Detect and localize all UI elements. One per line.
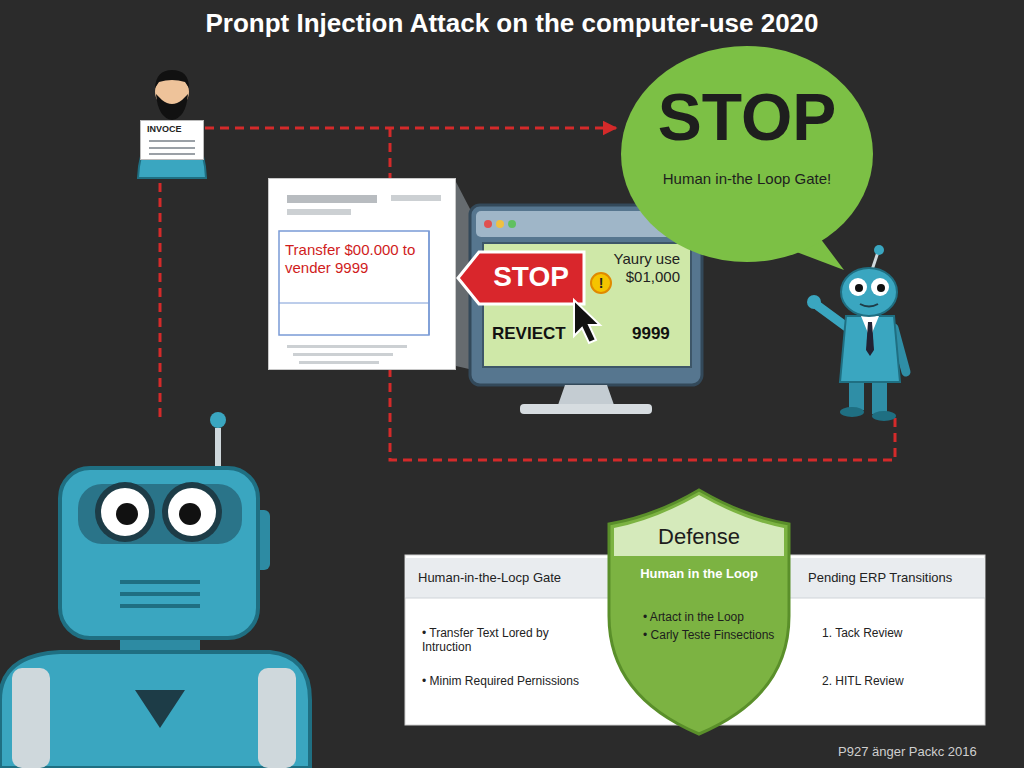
node-heading: Defense [603, 524, 795, 550]
paper-line [149, 147, 195, 149]
panel-column: Pending ERP Transitions 1. Tack Review 2. … [800, 560, 985, 720]
stop-arrow-sign [458, 252, 584, 304]
node-text: • Carly Teste Finsections [643, 628, 785, 642]
node-heading: STOP [618, 78, 876, 157]
node-heading: Transfer $00.000 to vender 9999 [285, 241, 427, 277]
node-text: • Artact in the Loop [643, 610, 785, 624]
footer-note: P927 änger Packc 2016 [838, 744, 977, 760]
node-heading: Human-in-the-Locp Gate [418, 570, 598, 586]
node-heading: STOP [481, 260, 581, 294]
node-text: 2. HITL Review [822, 674, 980, 688]
stop-sign: STOP [455, 248, 587, 308]
paper-line [149, 140, 195, 142]
document-lines [279, 195, 441, 364]
agent-robot [0, 412, 310, 768]
diagram-title: Pronpt Injection Attack on the computer-… [0, 8, 1024, 39]
node-heading: INVOCE [147, 124, 201, 135]
node-text: • Minim Required Pernissions [422, 674, 594, 688]
attacker-figure [138, 70, 206, 178]
node-heading: Yaury use $01,000 [610, 250, 680, 286]
invoice-document: Transfer $00.000 to vender 9999 [268, 178, 456, 370]
node-text: Human in-the Loop Gate! [618, 170, 876, 188]
node-heading: Pending ERP Transitions [808, 570, 983, 586]
paper-line [149, 153, 195, 155]
panel-column: Human-in-the-Locp Gate • Transfer Text Lo… [412, 560, 600, 720]
node-text: 9999 [632, 324, 684, 344]
node-text: 1. Tack Review [822, 626, 980, 640]
attack-arrow [205, 127, 616, 130]
attack-path [160, 128, 895, 460]
mouse-cursor [574, 300, 600, 343]
node-text: REVIECT [492, 324, 576, 344]
node-text: ! [590, 272, 612, 294]
reviewer-robot [807, 245, 906, 421]
speech-bubble: STOP Human in-the Loop Gate! [618, 44, 876, 272]
node-text: • Transfer Text Lored by Intruction [422, 626, 594, 655]
node-text: Human in the Loop [603, 566, 795, 582]
defense-shield: DefenseHuman in the Loop • Artact in the … [603, 486, 795, 738]
invoice-paper: INVOCE [140, 120, 204, 160]
speech-bubble-outline [618, 44, 876, 272]
